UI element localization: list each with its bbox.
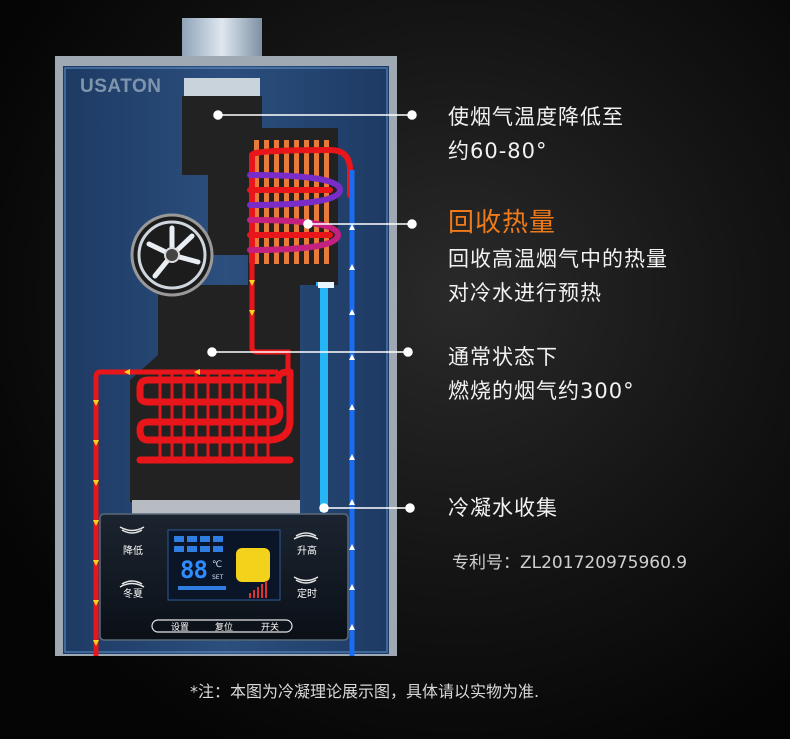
callout-exhaust-line1: 使烟气温度降低至	[448, 105, 624, 129]
increase-label: 升高	[297, 546, 317, 557]
fan-ring	[137, 220, 207, 290]
bottom-button-bar	[151, 619, 293, 633]
callout-combustion: 通常状态下 燃烧的烟气约300°	[448, 340, 635, 408]
footnote: *注：本图为冷凝理论展示图，具体请以实物为准.	[190, 682, 540, 701]
callout-combustion-line1: 通常状态下	[448, 345, 558, 369]
timer-label: 定时	[297, 589, 317, 600]
condenser-coil	[247, 146, 353, 265]
condensate-tube	[316, 282, 332, 512]
timer-button[interactable]: 定时	[286, 578, 328, 624]
callout-exhaust: 使烟气温度降低至 约60-80°	[448, 100, 624, 168]
primary-fins	[158, 370, 270, 462]
settings-button[interactable]: 设置	[170, 623, 189, 633]
callout-exhaust-line2: 约60-80°	[448, 139, 548, 163]
primary-coil	[136, 368, 294, 464]
season-button[interactable]: 冬夏	[112, 578, 154, 624]
burner-plate	[132, 500, 300, 514]
temperature-digits: 88	[180, 556, 208, 584]
power-button[interactable]: 开关	[260, 623, 279, 633]
decrease-button[interactable]: 降低	[112, 530, 154, 576]
callout-heat-recovery: 回收热量 回收高温烟气中的热量 对冷水进行预热	[448, 206, 668, 310]
set-indicator: SET	[212, 574, 224, 581]
callout-heat-recovery-line2: 对冷水进行预热	[448, 281, 602, 305]
decrease-label: 降低	[123, 546, 143, 557]
patent-number: 专利号：ZL201720975960.9	[452, 553, 688, 573]
season-label: 冬夏	[123, 589, 143, 600]
callout-condensate-line1: 冷凝水收集	[448, 496, 558, 520]
brand-logo: USATON	[80, 76, 162, 97]
increase-button[interactable]: 升高	[286, 530, 328, 576]
reset-button[interactable]: 复位	[214, 623, 233, 633]
callout-heat-recovery-line1: 回收高温烟气中的热量	[448, 247, 668, 271]
callout-lines	[207, 110, 417, 513]
callout-condensate: 冷凝水收集	[448, 491, 558, 525]
temperature-unit: ℃	[212, 560, 223, 570]
callout-combustion-line2: 燃烧的烟气约300°	[448, 379, 635, 403]
flame-indicator	[236, 548, 270, 582]
flow-arrows-hot	[93, 280, 255, 646]
flow-arrows-cold	[349, 224, 355, 630]
callout-heat-recovery-title: 回收热量	[448, 208, 557, 238]
